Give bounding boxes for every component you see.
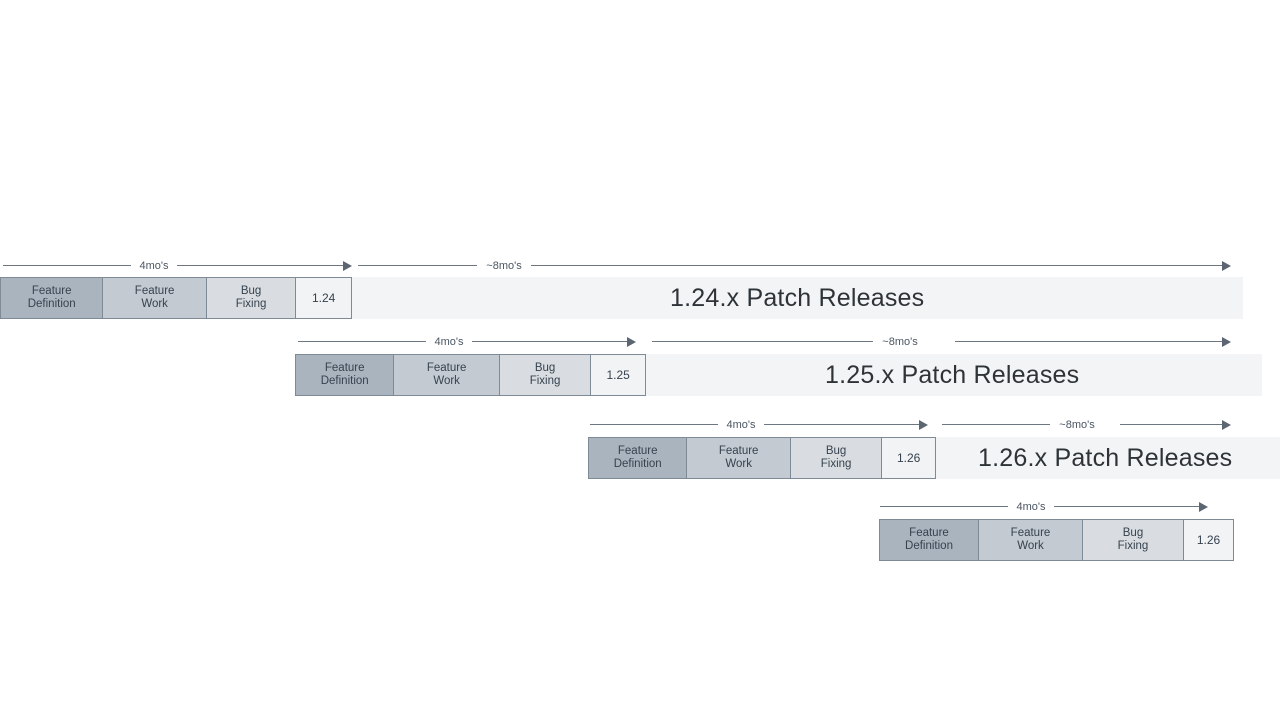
phase-segment-feature-work: Feature Work bbox=[979, 520, 1083, 560]
phase-label-line1: Bug bbox=[1122, 527, 1144, 539]
phase-segment-feature-definition: Feature Definition bbox=[589, 438, 688, 478]
patch-band-label-126: 1.26.x Patch Releases bbox=[978, 444, 1233, 472]
phase-segment-feature-definition: Feature Definition bbox=[880, 520, 979, 560]
phase-segment-feature-work: Feature Work bbox=[687, 438, 791, 478]
measure-line-left bbox=[652, 341, 873, 342]
measure-label-dev-126: 4mo's bbox=[726, 419, 756, 431]
measure-label-dev-125: 4mo's bbox=[434, 336, 464, 348]
arrowhead-right-icon bbox=[919, 419, 928, 430]
phase-label-line2: Work bbox=[1017, 540, 1044, 552]
phase-label-line2: Fixing bbox=[529, 375, 561, 387]
phase-segment-feature-definition: Feature Definition bbox=[1, 278, 104, 318]
phase-label-line2: Definition bbox=[613, 458, 662, 470]
phase-label-line1: Feature bbox=[617, 445, 658, 457]
phase-label-line2: Work bbox=[433, 375, 460, 387]
measure-line-left bbox=[298, 341, 426, 342]
phase-label-line1: Bug bbox=[240, 285, 262, 297]
measure-dev-cycle-127: 4mo's bbox=[880, 497, 1220, 517]
measure-line-left bbox=[590, 424, 718, 425]
measure-dev-cycle-124: 4mo's bbox=[3, 256, 353, 276]
phase-label-line2: Work bbox=[141, 298, 168, 310]
arrowhead-right-icon bbox=[1222, 336, 1231, 347]
measure-line-left bbox=[880, 506, 1008, 507]
phase-segment-feature-work: Feature Work bbox=[103, 278, 207, 318]
phase-segment-bug-fixing: Bug Fixing bbox=[1083, 520, 1184, 560]
phase-label-line1: Feature bbox=[134, 285, 175, 297]
measure-line-right bbox=[531, 265, 1223, 266]
arrowhead-right-icon bbox=[1222, 260, 1231, 271]
phase-bar-127: Feature Definition Feature Work Bug Fixi… bbox=[879, 519, 1234, 561]
version-label: 1.24 bbox=[311, 290, 336, 305]
measure-line-left bbox=[358, 265, 477, 266]
phase-segment-version: 1.24 bbox=[296, 278, 351, 318]
measure-line-right bbox=[472, 341, 628, 342]
phase-segment-version: 1.25 bbox=[591, 355, 645, 395]
phase-label-line2: Definition bbox=[320, 375, 369, 387]
phase-label-line2: Fixing bbox=[820, 458, 852, 470]
phase-label-line1: Feature bbox=[1010, 527, 1051, 539]
phase-label-line1: Feature bbox=[909, 527, 949, 539]
measure-line-right bbox=[1120, 424, 1223, 425]
phase-label-line2: Definition bbox=[905, 540, 953, 552]
phase-segment-bug-fixing: Bug Fixing bbox=[206, 278, 297, 318]
phase-bar-126: Feature Definition Feature Work Bug Fixi… bbox=[588, 437, 936, 479]
phase-segment-bug-fixing: Bug Fixing bbox=[790, 438, 883, 478]
version-label: 1.26 bbox=[1196, 532, 1221, 547]
phase-label-line2: Definition bbox=[27, 298, 76, 310]
measure-line-right bbox=[1054, 506, 1200, 507]
version-label: 1.25 bbox=[606, 367, 630, 382]
arrowhead-right-icon bbox=[1199, 501, 1208, 512]
measure-line-right bbox=[764, 424, 920, 425]
measure-label-patch-125: ~8mo's bbox=[882, 336, 918, 348]
measure-label-patch-126: ~8mo's bbox=[1059, 419, 1095, 431]
patch-band-label-125: 1.25.x Patch Releases bbox=[825, 361, 1080, 389]
phase-bar-124: Feature Definition Feature Work Bug Fixi… bbox=[0, 277, 352, 319]
measure-label-patch-124: ~8mo's bbox=[486, 260, 522, 272]
arrowhead-right-icon bbox=[627, 336, 636, 347]
measure-patch-window-126: ~8mo's bbox=[942, 415, 1234, 435]
phase-label-line1: Feature bbox=[718, 445, 759, 457]
phase-label-line2: Fixing bbox=[1117, 540, 1149, 552]
phase-label-line2: Fixing bbox=[235, 298, 267, 310]
phase-segment-version: 1.26 bbox=[1184, 520, 1233, 560]
measure-label-dev-124: 4mo's bbox=[139, 260, 169, 272]
patch-band-label-124: 1.24.x Patch Releases bbox=[670, 284, 925, 312]
phase-label-line1: Feature bbox=[31, 285, 72, 297]
measure-line-left bbox=[942, 424, 1050, 425]
phase-label-line1: Bug bbox=[825, 445, 847, 457]
measure-line-right bbox=[177, 265, 344, 266]
phase-label-line1: Feature bbox=[426, 362, 467, 374]
phase-segment-version: 1.26 bbox=[882, 438, 935, 478]
measure-dev-cycle-126: 4mo's bbox=[590, 415, 940, 435]
arrowhead-right-icon bbox=[343, 260, 352, 271]
phase-label-line1: Bug bbox=[534, 362, 556, 374]
phase-label-line1: Feature bbox=[324, 362, 365, 374]
arrowhead-right-icon bbox=[1222, 419, 1231, 430]
phase-segment-feature-definition: Feature Definition bbox=[296, 355, 395, 395]
measure-label-dev-127: 4mo's bbox=[1016, 501, 1046, 513]
version-label: 1.26 bbox=[896, 450, 921, 465]
phase-label-line2: Work bbox=[725, 458, 752, 470]
measure-line-right bbox=[955, 341, 1223, 342]
phase-segment-bug-fixing: Bug Fixing bbox=[499, 355, 592, 395]
measure-patch-window-125: ~8mo's bbox=[652, 332, 1234, 352]
measure-dev-cycle-125: 4mo's bbox=[298, 332, 648, 352]
phase-segment-feature-work: Feature Work bbox=[394, 355, 500, 395]
phase-bar-125: Feature Definition Feature Work Bug Fixi… bbox=[295, 354, 646, 396]
measure-line-left bbox=[3, 265, 131, 266]
measure-patch-window-124: ~8mo's bbox=[358, 256, 1234, 276]
